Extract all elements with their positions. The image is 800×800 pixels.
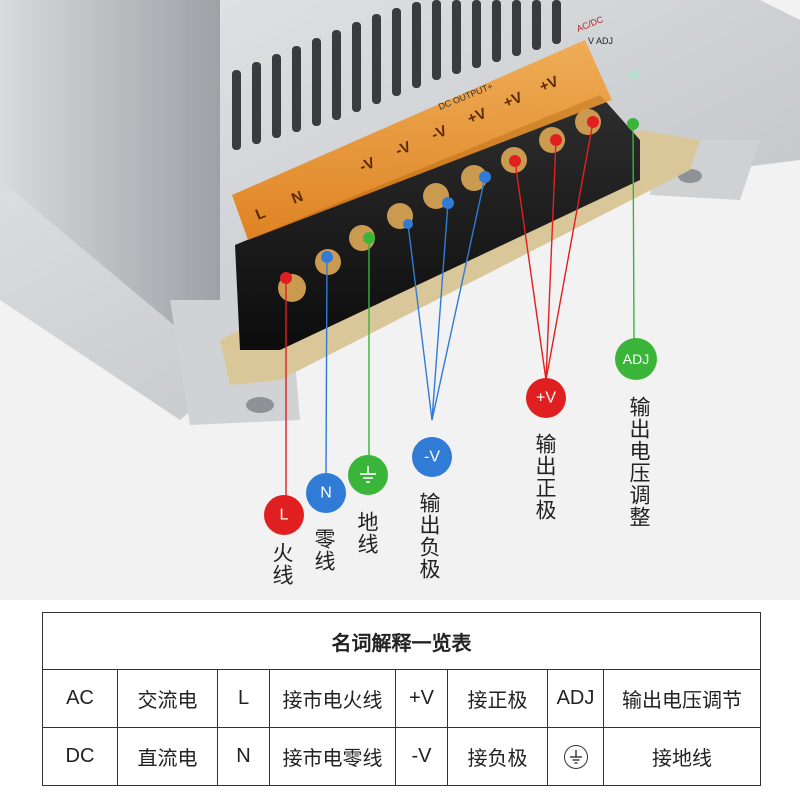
caption-N: 零线 xyxy=(312,528,336,572)
svg-text:L: L xyxy=(280,507,289,524)
terminal-block xyxy=(235,95,640,350)
meaning-cell: 接地线 xyxy=(603,727,761,786)
svg-text:-V: -V xyxy=(429,122,449,143)
svg-text:+V: +V xyxy=(501,89,525,112)
caption-minus: 输出负极 xyxy=(417,492,441,580)
svg-text:V ADJ: V ADJ xyxy=(588,36,613,46)
term-cell: ADJ xyxy=(547,669,604,728)
ground-icon xyxy=(563,745,588,770)
glossary-title: 名词解释一览表 xyxy=(42,612,761,670)
table-row: AC 交流电 L 接市电火线 +V 接正极 ADJ 输出电压调节 xyxy=(42,669,761,728)
caption-ground: 地线 xyxy=(355,511,379,555)
callout-adj: ADJ xyxy=(615,338,657,380)
svg-text:ADJ: ADJ xyxy=(623,351,649,367)
ground-symbol-cell xyxy=(547,727,604,786)
meaning-cell: 接正极 xyxy=(447,669,548,728)
svg-text:+V: +V xyxy=(537,73,561,96)
svg-text:+V: +V xyxy=(536,390,556,407)
caption-adj: 输出电压调整 xyxy=(627,396,651,528)
meaning-cell: 接市电火线 xyxy=(269,669,396,728)
ground-icon xyxy=(360,466,376,483)
callout-L: L xyxy=(264,495,304,535)
term-cell: -V xyxy=(395,727,448,786)
svg-text:+V: +V xyxy=(465,105,489,128)
svg-text:-V: -V xyxy=(393,138,413,159)
case-side xyxy=(0,0,220,340)
term-cell: L xyxy=(217,669,270,728)
caption-plus: 输出正极 xyxy=(533,433,557,521)
term-cell: N xyxy=(217,727,270,786)
term-cell: +V xyxy=(395,669,448,728)
meaning-cell: 交流电 xyxy=(117,669,218,728)
vent-slots xyxy=(232,0,561,150)
callout-plus: +V xyxy=(526,378,566,418)
svg-text:-V: -V xyxy=(357,154,377,175)
term-cell: DC xyxy=(42,727,118,786)
meaning-cell: 接负极 xyxy=(447,727,548,786)
callout-minus: -V xyxy=(412,437,452,477)
meaning-cell: 直流电 xyxy=(117,727,218,786)
term-cell: AC xyxy=(42,669,118,728)
meaning-cell: 接市电零线 xyxy=(269,727,396,786)
glossary-table: 名词解释一览表 AC 交流电 L 接市电火线 +V 接正极 ADJ 输出电压调节… xyxy=(42,612,761,786)
callout-lines xyxy=(285,121,635,498)
table-row: DC 直流电 N 接市电零线 -V 接负极 接地线 xyxy=(42,727,761,786)
svg-text:N: N xyxy=(320,485,332,502)
meaning-cell: 输出电压调节 xyxy=(603,669,761,728)
caption-L: 火线 xyxy=(270,542,294,586)
svg-text:-V: -V xyxy=(424,449,440,466)
callout-N: N xyxy=(306,473,346,513)
callout-ground xyxy=(348,455,388,495)
terminal-cover xyxy=(232,40,612,240)
led-indicator xyxy=(629,69,639,79)
